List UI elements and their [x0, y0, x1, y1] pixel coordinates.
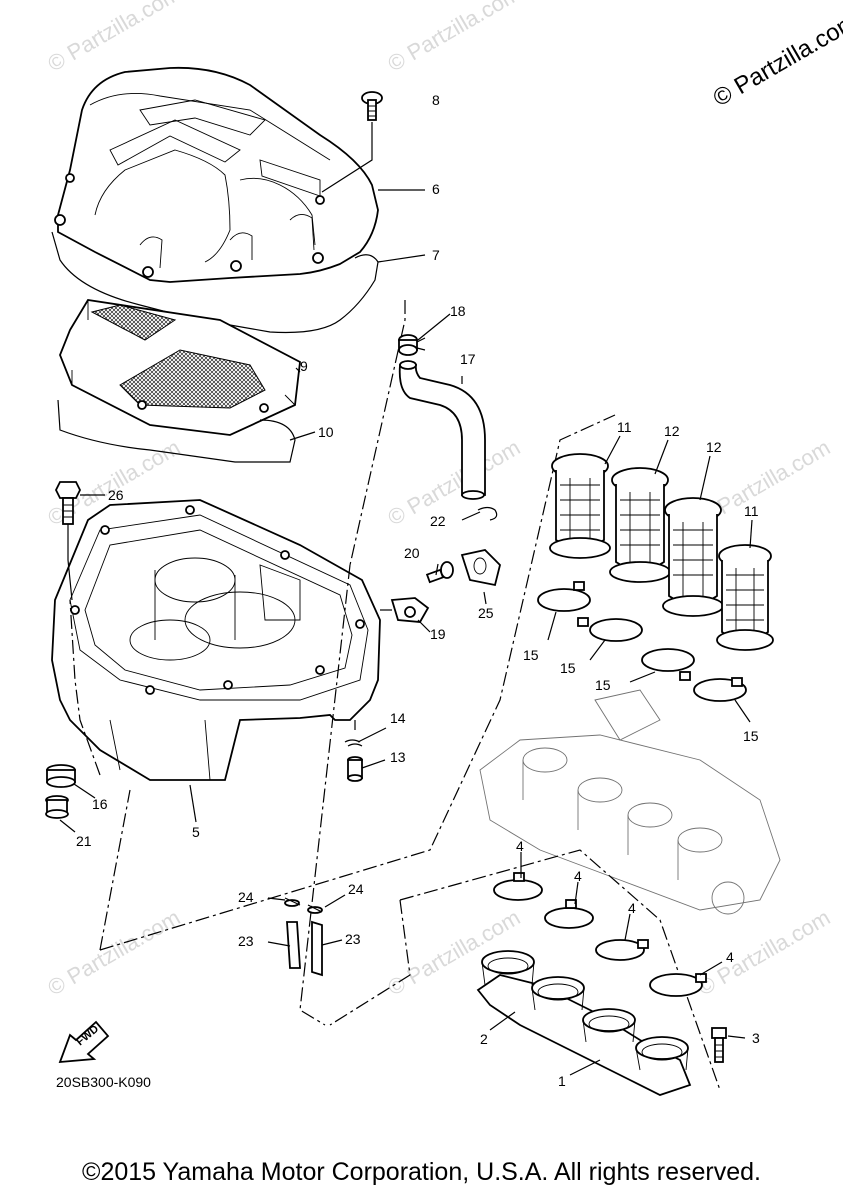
callout: 8: [432, 92, 440, 108]
callout: 19: [430, 626, 446, 642]
hose-clamp-18: [398, 334, 426, 356]
clamps-4: [493, 872, 707, 997]
callout: 11: [744, 503, 759, 519]
clamps-15: [537, 581, 747, 702]
callout: 4: [516, 838, 524, 854]
collar-21: [45, 795, 69, 819]
callout: 16: [92, 796, 108, 812]
air-filter-cover: [54, 66, 379, 283]
bolt-3: [711, 1027, 727, 1063]
callout: 4: [574, 868, 582, 884]
callout: 24: [238, 889, 254, 905]
callout: 15: [523, 647, 539, 663]
centerline: [69, 599, 101, 776]
centerline: [99, 414, 616, 951]
element-seal-10: [57, 399, 296, 463]
holder-25: [460, 549, 501, 587]
screw-20: [425, 561, 454, 584]
callout: 12: [664, 423, 680, 439]
copyright-footer: ©2015 Yamaha Motor Corporation, U.S.A. A…: [82, 1158, 761, 1186]
callout: 26: [108, 487, 124, 503]
air-filter-case-5: [51, 499, 381, 781]
callout: 12: [706, 439, 722, 455]
callout: 18: [450, 303, 466, 319]
cover-gasket-7: [51, 231, 379, 334]
leader-lines: [59, 189, 753, 1076]
callout: 4: [726, 949, 734, 965]
callout: 11: [617, 419, 632, 435]
callout: 3: [752, 1030, 760, 1046]
centerline: [329, 899, 411, 1026]
funnel-12: [609, 467, 671, 583]
centerline: [99, 789, 131, 951]
callout: 23: [238, 933, 254, 949]
callout: 21: [76, 833, 92, 849]
clip-22: [477, 506, 498, 521]
callout: 25: [478, 605, 494, 621]
cap-13: [347, 756, 363, 782]
funnel-11: [716, 544, 774, 651]
callout: 1: [558, 1073, 566, 1089]
callout-labels: 1 2 3 4 4 4 4 5 6 7 8 9 10 11 11 12 12 1…: [76, 92, 760, 1089]
callout: 17: [460, 351, 476, 367]
callout: 23: [345, 931, 361, 947]
centerline: [299, 300, 406, 1026]
callout: 15: [743, 728, 759, 744]
funnel-12: [662, 497, 724, 617]
bolt-26: [54, 481, 82, 601]
centerline: [399, 849, 721, 1091]
callout: 13: [390, 749, 406, 765]
callout: 14: [390, 710, 406, 726]
callout: 24: [348, 881, 364, 897]
throttle-body-reference: [479, 689, 781, 915]
callout: 6: [432, 181, 440, 197]
callout: 20: [404, 545, 420, 561]
callout: 9: [300, 358, 308, 374]
air-filter-element-9: [59, 299, 301, 436]
grommet-16: [46, 764, 76, 788]
callout: 5: [192, 824, 200, 840]
throttle-body-joints: [476, 950, 692, 1096]
diagram-code: 20SB300-K090: [56, 1074, 151, 1090]
breather-hose-17: [398, 360, 486, 500]
callout: 7: [432, 247, 440, 263]
funnel-11: [549, 453, 611, 559]
callout: 2: [480, 1031, 488, 1047]
fwd-arrow-icon: FWD: [58, 1020, 110, 1064]
callout: 15: [595, 677, 611, 693]
intake-funnels: [549, 453, 774, 651]
drain-hose-23: [284, 897, 323, 977]
callout: 15: [560, 660, 576, 676]
joint-19: [380, 597, 430, 623]
callout: 4: [628, 900, 636, 916]
callout: 10: [318, 424, 334, 440]
callout: 22: [430, 513, 446, 529]
screw-8: [321, 91, 383, 193]
